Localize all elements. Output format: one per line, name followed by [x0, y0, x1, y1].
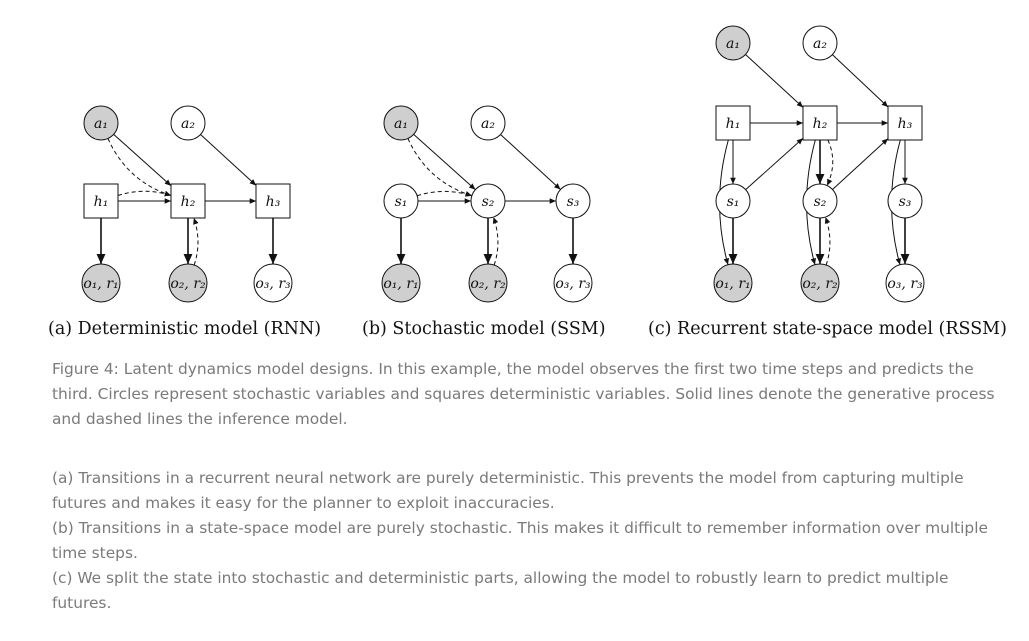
- node-p3-h2: [802, 105, 838, 141]
- node-label-p3-s3: s₃: [899, 194, 912, 210]
- node-p3-o3: [885, 263, 925, 303]
- node-p3-h1: [715, 105, 751, 141]
- node-label-p3-h3: h₃: [898, 116, 913, 132]
- subcaption-a: (a) Transitions in a recurrent neural ne…: [52, 469, 964, 512]
- subcaptions: (a) Transitions in a recurrent neural ne…: [52, 466, 1002, 616]
- node-label-p3-h2: h₂: [813, 116, 828, 132]
- node-label-p3-h1: h₁: [726, 116, 741, 132]
- edge-p1-h1-h2-dashed: [117, 190, 172, 197]
- node-label-p2-a1: a₁: [394, 116, 408, 132]
- node-label-p3-a2: a₂: [813, 36, 827, 52]
- node-label-p2-o3: o₃, r₃: [555, 276, 591, 292]
- node-label-p1-h2: h₂: [181, 194, 196, 210]
- node-p2-o2: [468, 263, 508, 303]
- node-p1-o3: [253, 263, 293, 303]
- subcaption-b: (b) Transitions in a state-space model a…: [52, 519, 988, 562]
- edge-p1-o2-h2-dashed: [193, 217, 199, 266]
- node-label-p2-o1: o₁, r₁: [383, 276, 418, 292]
- node-label-p2-s3: s₃: [567, 194, 580, 210]
- edge-p3-a2-h3: [832, 54, 889, 108]
- edge-p2-s1-s2-dashed: [417, 190, 472, 197]
- node-label-p1-a1: a₁: [94, 116, 108, 132]
- node-p1-o1: [81, 263, 121, 303]
- edge-p3-s2-h3: [832, 138, 889, 190]
- edge-p1-a1-h2: [113, 133, 172, 187]
- node-p2-s1: [383, 183, 419, 219]
- node-label-p3-a1: a₁: [726, 36, 740, 52]
- node-p3-o1: [713, 263, 753, 303]
- node-p2-a1: [383, 105, 419, 141]
- node-p2-a2: [470, 105, 506, 141]
- node-p3-o2: [800, 263, 840, 303]
- edge-p2-a1-s2-dashed: [407, 138, 472, 197]
- node-p1-a2: [170, 105, 206, 141]
- edge-p3-o2-s2-dashed: [824, 216, 831, 266]
- node-label-p1-o2: o₂, r₂: [170, 276, 206, 292]
- node-p2-o1: [381, 263, 421, 303]
- node-p1-o2: [168, 263, 208, 303]
- edge-p2-o2-s2-dashed: [492, 216, 499, 266]
- node-label-p3-o2: o₂, r₂: [802, 276, 838, 292]
- edge-p1-a2-h3: [200, 134, 257, 186]
- diagram-svg: a₁ a₂ h₁ h₂ h₃ o₁, r₁ o₂, r₂ o₃, r₃ a₁ a₂ s₁ s₂ s₃ o₁…: [81, 25, 925, 303]
- edge-p3-s1-h2: [745, 137, 804, 191]
- node-p3-h3: [887, 105, 923, 141]
- node-label-p2-s1: s₁: [395, 194, 408, 210]
- node-label-p2-s2: s₂: [482, 194, 495, 210]
- edge-p2-a2-s3: [500, 134, 561, 190]
- node-label-p2-a2: a₂: [481, 116, 495, 132]
- node-p1-a1: [83, 105, 119, 141]
- panel-caption-a: (a) Deterministic model (RNN): [48, 319, 322, 339]
- node-p1-h3: [255, 183, 291, 219]
- node-label-p2-o2: o₂, r₂: [470, 276, 506, 292]
- subcaption-c: (c) We split the state into stochastic a…: [52, 569, 949, 612]
- panel-caption-b: (b) Stochastic model (SSM): [362, 319, 606, 339]
- node-p3-s2: [802, 183, 838, 219]
- node-p1-h2: [170, 183, 206, 219]
- node-label-p3-s2: s₂: [814, 194, 827, 210]
- edge-p3-h2-s2-dashed: [826, 139, 834, 186]
- node-p2-o3: [553, 263, 593, 303]
- edge-p1-a1-h2-dashed: [107, 138, 172, 197]
- figure-caption: Figure 4: Latent dynamics model designs.…: [52, 360, 995, 428]
- node-p3-a2: [802, 25, 838, 61]
- node-p1-h1: [83, 183, 119, 219]
- node-label-p1-o1: o₁, r₁: [83, 276, 118, 292]
- node-p3-a1: [715, 25, 751, 61]
- node-label-p1-a2: a₂: [181, 116, 195, 132]
- node-p2-s2: [470, 183, 506, 219]
- node-label-p3-o3: o₃, r₃: [887, 276, 923, 292]
- node-label-p3-o1: o₁, r₁: [715, 276, 750, 292]
- node-label-p1-h1: h₁: [94, 194, 109, 210]
- node-label-p3-s1: s₁: [727, 194, 740, 210]
- node-label-p1-o3: o₃, r₃: [255, 276, 291, 292]
- edge-p3-a1-h2: [745, 54, 804, 108]
- panel-caption-c: (c) Recurrent state-space model (RSSM): [648, 319, 1007, 339]
- figure: a₁ a₂ h₁ h₂ h₃ o₁, r₁ o₂, r₂ o₃, r₃ a₁ a₂ s₁ s₂ s₃ o₁…: [81, 25, 925, 303]
- node-p3-s3: [887, 183, 923, 219]
- edge-p2-a1-s2: [413, 133, 476, 191]
- node-label-p1-h3: h₃: [266, 194, 281, 210]
- node-p3-s1: [715, 183, 751, 219]
- node-p2-s3: [555, 183, 591, 219]
